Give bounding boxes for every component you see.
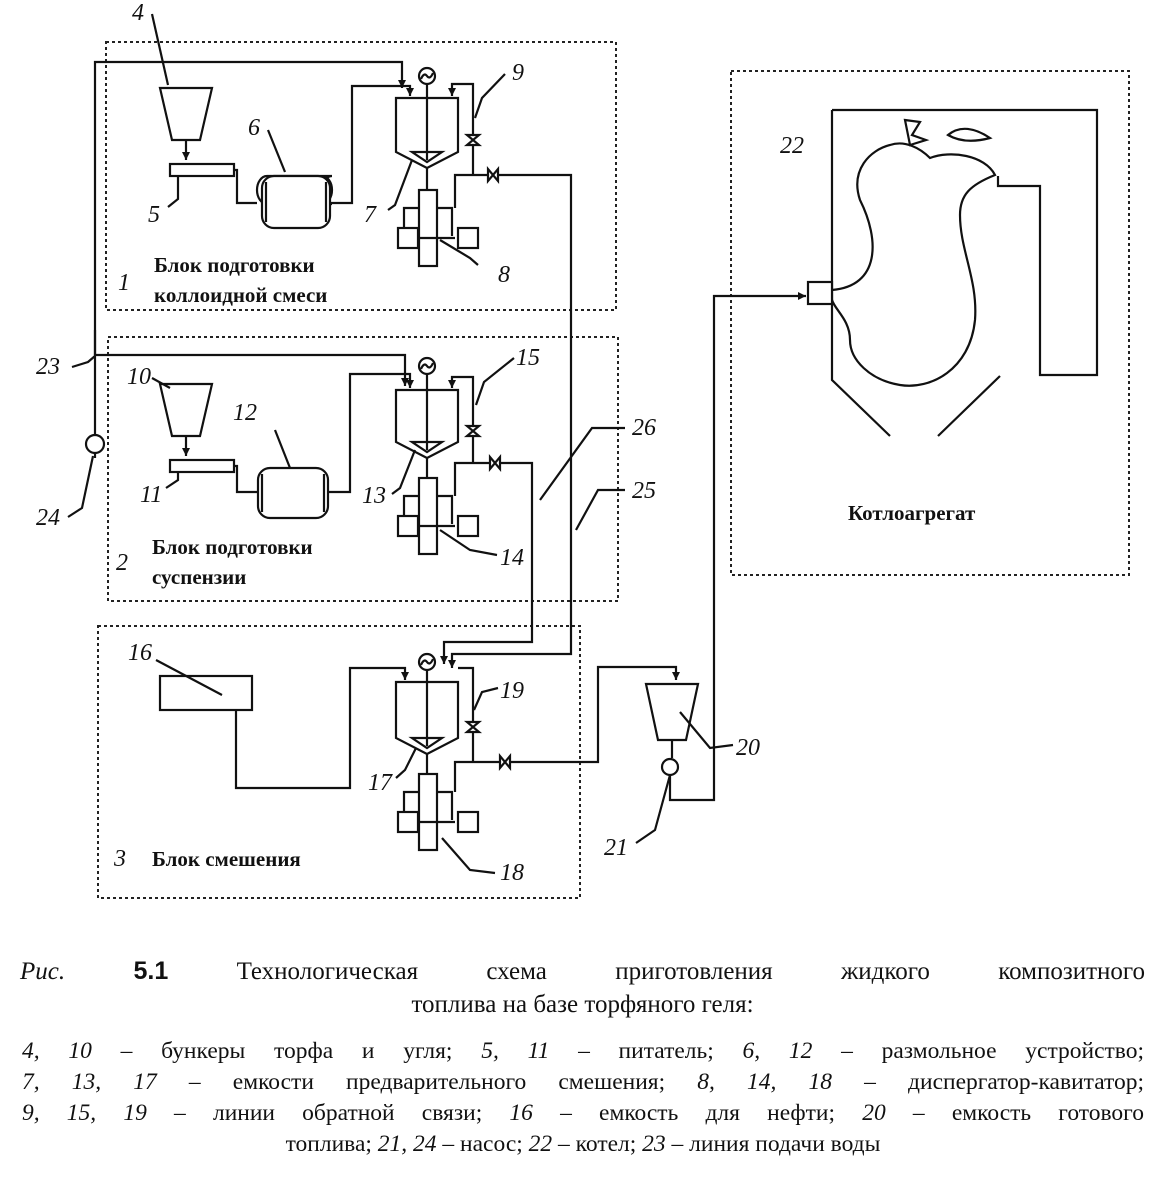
legend-text: – питатель; (549, 1038, 743, 1064)
label-11: 11 (140, 482, 162, 508)
legend-text: – емкость для нефти; (532, 1100, 863, 1126)
block-1-title-line1: Блок подготовки (154, 253, 315, 277)
legend-line-1: 4, 10 – бункеры торфа и угля; 5, 11 – пи… (22, 1036, 1144, 1067)
hopper-4 (158, 86, 214, 142)
label-17: 17 (368, 770, 393, 796)
block-1-boundary (105, 41, 617, 311)
label-8: 8 (498, 262, 510, 288)
legend-key: 21, 24 (377, 1131, 437, 1157)
feeder-5 (168, 162, 236, 178)
block-3-title: Блок смешения (152, 847, 301, 871)
legend-text: – насос; (436, 1131, 529, 1157)
legend-key: 8, 14, 18 (697, 1069, 833, 1095)
label-7: 7 (364, 202, 377, 228)
label-24: 24 (36, 505, 60, 531)
label-block-2: 2 (116, 550, 128, 576)
legend-key: 4, 10 (22, 1038, 92, 1064)
boiler-title: Котлоагрегат (848, 501, 976, 525)
label-19: 19 (500, 678, 524, 704)
legend-key: 22 (528, 1131, 553, 1157)
figure-title-line1: Технологическая схема приготовления жидк… (236, 958, 1146, 985)
block-2-title-line2: суспензии (152, 565, 246, 589)
process-flow-diagram: 4 5 6 7 8 9 10 11 12 13 14 15 16 17 18 1… (36, 0, 1130, 899)
legend-text: – диспергатор-кавитатор; (832, 1069, 1145, 1095)
label-6: 6 (248, 115, 260, 141)
label-9: 9 (512, 60, 524, 86)
label-22: 22 (780, 133, 804, 159)
label-18: 18 (500, 860, 524, 886)
block-2-boundary (107, 336, 619, 602)
legend-text: – линии обратной связи; (146, 1100, 510, 1126)
legend-key: 5, 11 (481, 1038, 550, 1064)
figure-title-line2: топлива на базе торфяного геля: (411, 991, 754, 1018)
legend-text: – линия подачи воды (665, 1131, 881, 1157)
label-10: 10 (127, 364, 151, 390)
legend-text: – емкости предварительного смешения; (156, 1069, 698, 1095)
figure-prefix: Рис. (20, 958, 66, 985)
pump-24 (84, 330, 106, 458)
boiler-22 (806, 108, 1099, 437)
legend-text: – емкость готового (885, 1100, 1144, 1126)
figure-legend: 4, 10 – бункеры торфа и угля; 5, 11 – пи… (22, 1036, 1144, 1160)
disperser-8 (417, 188, 439, 268)
hopper-10 (158, 382, 214, 438)
oil-tank-16 (158, 674, 254, 712)
label-20: 20 (736, 735, 760, 761)
legend-text: – размольное устройство; (812, 1038, 1144, 1064)
label-16: 16 (128, 640, 152, 666)
figure-caption-line2: топлива на базе торфяного геля: (20, 988, 1145, 1022)
legend-key: 7, 13, 17 (22, 1069, 157, 1095)
label-4: 4 (132, 0, 144, 26)
leader-lines (67, 13, 734, 875)
label-26: 26 (632, 415, 656, 441)
disperser-18 (417, 772, 439, 852)
pump-21 (660, 757, 680, 777)
block-2-title-line1: Блок подготовки (152, 535, 313, 559)
legend-text: – котел; (552, 1131, 643, 1157)
legend-key: 9, 15, 19 (22, 1100, 147, 1126)
disperser-14 (417, 476, 439, 556)
figure-number: 5.1 (133, 957, 169, 985)
legend-key: 20 (862, 1100, 886, 1126)
label-12: 12 (233, 400, 257, 426)
feeder-11 (168, 458, 236, 474)
label-25: 25 (632, 478, 656, 504)
fuel-output (644, 292, 806, 802)
legend-key: 23 (642, 1131, 666, 1157)
block-1-title-line2: коллоидной смеси (154, 283, 327, 307)
legend-text: – бункеры торфа и угля; (91, 1038, 482, 1064)
legend-line-2: 7, 13, 17 – емкости предварительного сме… (22, 1067, 1144, 1098)
legend-line-3: 9, 15, 19 – линии обратной связи; 16 – е… (22, 1098, 1144, 1129)
legend-text: топлива; (285, 1131, 378, 1157)
label-14: 14 (500, 545, 524, 571)
block-1-equipment (93, 60, 573, 625)
label-5: 5 (148, 202, 160, 228)
figure-caption-line1: Рис. 5.1 Технологическая схема приготовл… (20, 954, 1145, 989)
label-13: 13 (362, 483, 386, 509)
legend-key: 6, 12 (742, 1038, 813, 1064)
fuel-tank-20 (644, 682, 700, 742)
label-block-3: 3 (113, 846, 126, 872)
label-block-1: 1 (118, 270, 130, 296)
label-21: 21 (604, 835, 628, 861)
boiler-block-boundary (730, 70, 1130, 576)
legend-line-4: топлива; 21, 24 – насос; 22 – котел; 23 … (22, 1129, 1144, 1160)
block-3-equipment (93, 330, 680, 852)
label-15: 15 (516, 345, 540, 371)
label-23: 23 (36, 354, 60, 380)
block-2-equipment (95, 353, 534, 664)
mill-12 (256, 466, 330, 520)
legend-key: 16 (509, 1100, 533, 1126)
